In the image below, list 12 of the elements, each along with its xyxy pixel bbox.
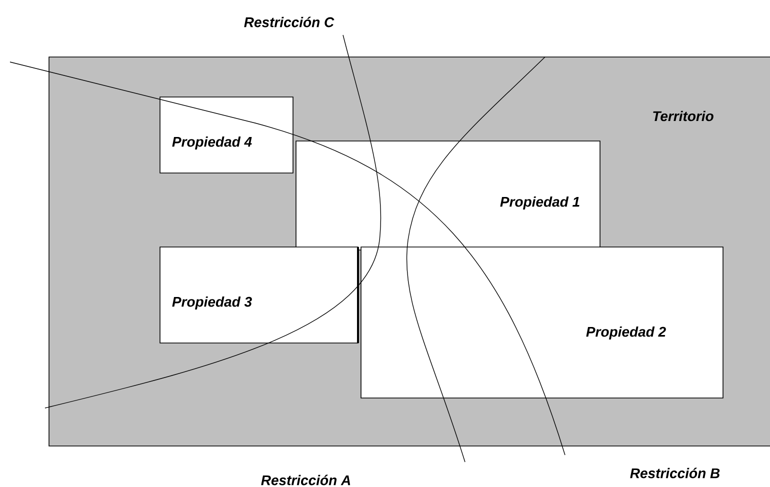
restriction-label: Restricción B bbox=[630, 468, 720, 478]
property-box bbox=[160, 96, 294, 174]
property-box bbox=[160, 246, 359, 344]
restriction-label: Restricción A bbox=[261, 474, 350, 486]
property-label: Propiedad 3 bbox=[172, 296, 252, 310]
territory-label: Territorio bbox=[653, 110, 714, 122]
property-box bbox=[360, 246, 724, 398]
property-label: Propiedad 1 bbox=[500, 196, 580, 210]
property-label: Propiedad 2 bbox=[586, 326, 666, 340]
property-label: Propiedad 4 bbox=[172, 136, 252, 150]
property-box bbox=[296, 140, 600, 250]
restriction-label: Restricción C bbox=[244, 16, 334, 28]
